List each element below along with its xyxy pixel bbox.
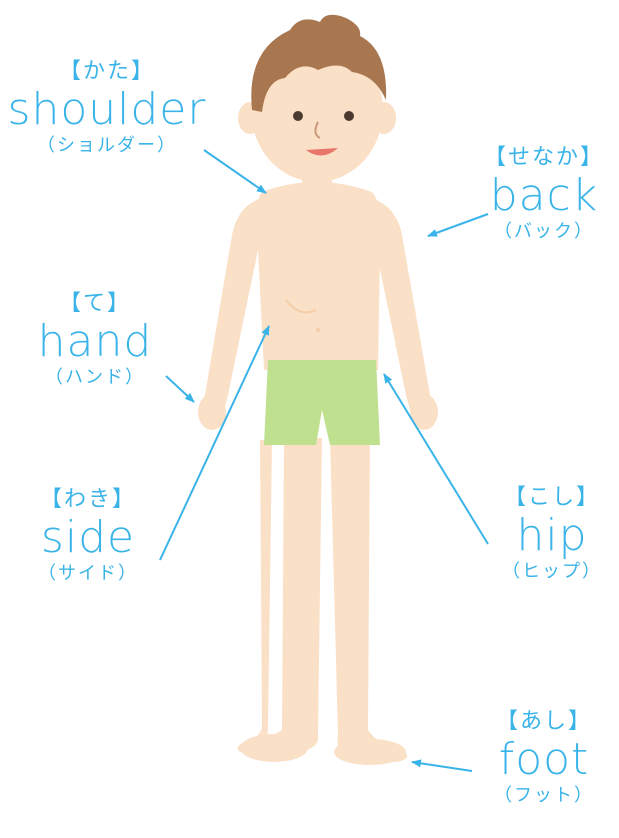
right-eye (344, 111, 354, 121)
label-shoulder-katakana: （ショルダー） (4, 134, 210, 158)
label-side: 【わき】 side （サイド） (18, 486, 158, 586)
label-foot: 【あし】 foot （フット） (474, 708, 614, 808)
label-hand-english: hand (20, 318, 170, 366)
legs (238, 438, 408, 765)
label-hand-katakana: （ハンド） (20, 366, 170, 390)
label-back-katakana: （バック） (474, 220, 614, 244)
hand-arrow (166, 376, 194, 402)
shoulder-arrow (204, 150, 266, 193)
label-side-katakana: （サイド） (18, 562, 158, 586)
label-shoulder: 【かた】 shoulder （ショルダー） (4, 58, 210, 158)
label-back-english: back (474, 172, 614, 220)
label-hip: 【こし】 hip （ヒップ） (490, 484, 614, 584)
torso (256, 182, 381, 370)
label-hip-japanese: 【こし】 (490, 484, 614, 512)
foot-arrow (412, 762, 472, 771)
hip-arrow (384, 374, 488, 544)
label-hand: 【て】 hand （ハンド） (20, 290, 170, 390)
label-foot-japanese: 【あし】 (474, 708, 614, 736)
label-foot-katakana: （フット） (474, 784, 614, 808)
head (238, 15, 396, 182)
label-hand-japanese: 【て】 (20, 290, 170, 318)
label-shoulder-japanese: 【かた】 (4, 58, 210, 86)
left-hand (198, 394, 226, 430)
label-shoulder-english: shoulder (4, 86, 210, 134)
shorts (264, 360, 380, 445)
label-hip-katakana: （ヒップ） (490, 560, 614, 584)
label-back: 【せなか】 back （バック） (474, 144, 614, 244)
label-hip-english: hip (490, 512, 614, 560)
label-foot-english: foot (474, 736, 614, 784)
label-side-japanese: 【わき】 (18, 486, 158, 514)
left-eye (293, 111, 303, 121)
label-back-japanese: 【せなか】 (474, 144, 614, 172)
label-side-english: side (18, 514, 158, 562)
